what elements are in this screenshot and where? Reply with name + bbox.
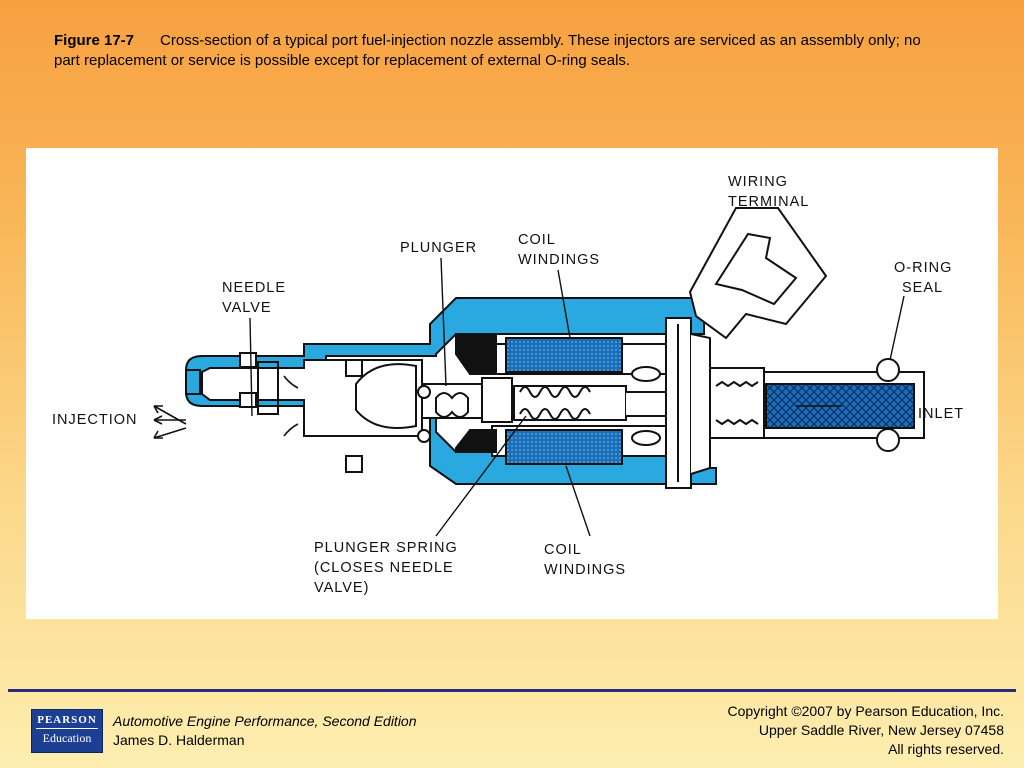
book-author: James D. Halderman (113, 732, 245, 748)
logo-rule (36, 728, 98, 729)
footer-divider (8, 689, 1016, 692)
terminal-flange (665, 317, 711, 489)
copyright-line-2: Upper Saddle River, New Jersey 07458 (758, 722, 1004, 738)
caption-text: Cross-section of a typical port fuel-inj… (54, 32, 921, 69)
label-oring-2: SEAL (902, 280, 943, 296)
label-needle-2: VALVE (222, 300, 272, 316)
label-coil-bottom-1: COIL (544, 542, 582, 558)
label-wiring-1: WIRING (728, 174, 788, 190)
wiring-terminal (688, 207, 828, 340)
label-coil-bottom-2: WINDINGS (544, 562, 626, 578)
label-spring-1: PLUNGER SPRING (314, 540, 458, 556)
pearson-logo: PEARSON Education (31, 709, 103, 753)
coil-windings-top (505, 337, 623, 373)
spray-arrows (153, 375, 299, 439)
logo-bottom-text: Education (42, 731, 92, 745)
label-coil-top-2: WINDINGS (518, 252, 600, 268)
book-info: Automotive Engine Performance, Second Ed… (113, 712, 417, 750)
label-spring-3: VALVE) (314, 580, 369, 596)
injector-diagram: WIRING TERMINAL PLUNGER COIL WINDINGS NE… (26, 148, 998, 619)
nozzle-body (201, 352, 423, 473)
figure-label: Figure 17-7 (54, 32, 135, 49)
copyright-line-1: Copyright ©2007 by Pearson Education, In… (727, 703, 1004, 719)
plunger-spring (513, 385, 667, 421)
leader-lines (249, 257, 905, 537)
plunger (417, 377, 513, 443)
label-spring-2: (CLOSES NEEDLE (314, 560, 454, 576)
label-wiring-2: TERMINAL (728, 194, 809, 210)
label-plunger: PLUNGER (400, 240, 477, 256)
label-coil-top-1: COIL (518, 232, 556, 248)
inner-seals (631, 366, 661, 446)
label-oring-1: O-RING (894, 260, 952, 276)
label-inlet: INLET (918, 406, 964, 422)
label-injection: INJECTION (52, 412, 138, 428)
coil-windings-bottom (505, 429, 623, 465)
book-title: Automotive Engine Performance, Second Ed… (113, 713, 417, 729)
copyright-notice: Copyright ©2007 by Pearson Education, In… (728, 702, 1004, 759)
logo-top-text: PEARSON (37, 714, 97, 726)
label-needle-1: NEEDLE (222, 280, 286, 296)
copyright-line-3: All rights reserved. (888, 741, 1004, 757)
